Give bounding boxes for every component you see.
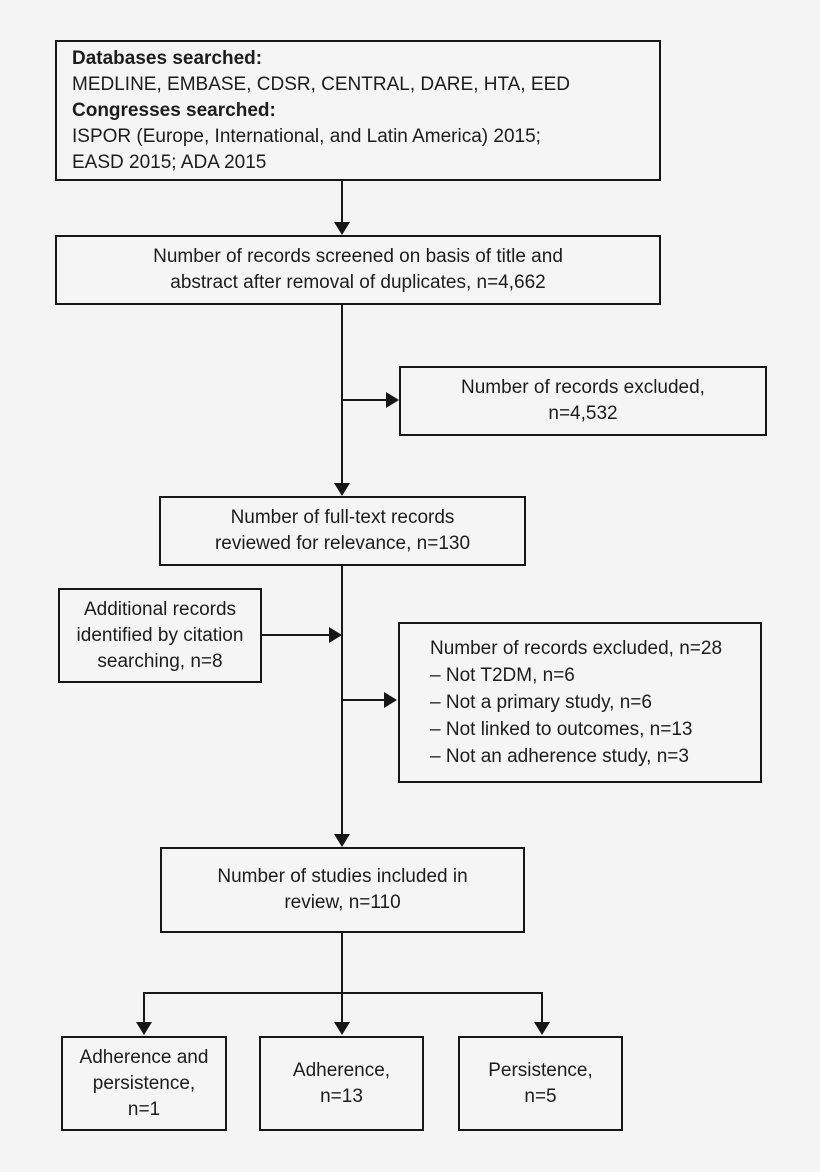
connector-citation-to-spine <box>262 634 330 636</box>
arrowhead-right-icon <box>329 627 342 643</box>
box-line: n=5 <box>524 1085 557 1107</box>
box-line: Number of records excluded, <box>461 377 705 398</box>
connector-to-excluded-fulltext <box>342 699 385 701</box>
box-fulltext-reviewed: Number of full-text records reviewed for… <box>159 496 526 566</box>
connector-branch-right-drop <box>541 992 543 1023</box>
box-line: identified by citation <box>76 624 244 646</box>
box-line: n=13 <box>320 1085 363 1107</box>
box-adherence: Adherence, n=13 <box>259 1036 424 1131</box>
arrowhead-down-icon <box>334 222 350 235</box>
box-line: ISPOR (Europe, International, and Latin … <box>72 126 541 147</box>
box-records-excluded-screening: Number of records excluded, n=4,532 <box>399 366 767 436</box>
box-line: Number of studies included in <box>217 866 468 887</box>
box-databases-searched: Databases searched: MEDLINE, EMBASE, CDS… <box>55 40 661 181</box>
arrowhead-down-icon <box>334 1022 350 1035</box>
box-line: – Not T2DM, n=6 <box>430 665 575 686</box>
box-studies-included: Number of studies included in review, n=… <box>160 847 525 933</box>
box-line: reviewed for relevance, n=130 <box>214 533 471 554</box>
box-line: – Not an adherence study, n=3 <box>430 746 689 767</box>
arrowhead-down-icon <box>334 834 350 847</box>
connector-screened-to-fulltext <box>341 305 343 484</box>
box-citation-searching: Additional records identified by citatio… <box>58 588 262 683</box>
arrowhead-down-icon <box>334 483 350 496</box>
box-line: abstract after removal of duplicates, n=… <box>170 272 546 293</box>
arrowhead-right-icon <box>384 692 397 708</box>
box-line: Additional records <box>83 598 237 620</box>
box-line: Number of records screened on basis of t… <box>153 246 563 267</box>
box-line: Databases searched: <box>72 48 263 69</box>
box-line: Congresses searched: <box>72 100 276 121</box>
arrowhead-down-icon <box>136 1022 152 1035</box>
arrowhead-down-icon <box>534 1022 550 1035</box>
box-line: Number of full-text records <box>230 507 455 528</box>
box-line: review, n=110 <box>284 892 401 913</box>
box-line: MEDLINE, EMBASE, CDSR, CENTRAL, DARE, HT… <box>72 74 570 95</box>
box-line: persistence, <box>92 1072 196 1094</box>
connector-bottom-branch <box>143 992 543 994</box>
box-line: Adherence and <box>79 1046 209 1068</box>
arrowhead-right-icon <box>386 392 399 408</box>
box-line: n=1 <box>127 1098 161 1120</box>
box-adherence-and-persistence: Adherence and persistence, n=1 <box>61 1036 227 1131</box>
connector-to-excluded-screening <box>342 399 387 401</box>
box-line: – Not a primary study, n=6 <box>430 692 652 713</box>
box-records-excluded-fulltext: Number of records excluded, n=28 – Not T… <box>398 622 762 783</box>
box-persistence: Persistence, n=5 <box>458 1036 623 1131</box>
box-line: – Not linked to outcomes, n=13 <box>430 719 693 740</box>
box-line: searching, n=8 <box>97 650 223 672</box>
box-line: Adherence, <box>292 1059 391 1081</box>
connector-included-to-adherence <box>341 933 343 1023</box>
connector-branch-left-drop <box>143 992 145 1023</box>
box-line: n=4,532 <box>548 403 618 424</box>
box-records-screened: Number of records screened on basis of t… <box>55 235 661 305</box>
connector-sources-to-screened <box>341 181 343 224</box>
box-line: Number of records excluded, n=28 <box>430 638 723 659</box>
box-line: Persistence, <box>488 1059 593 1081</box>
box-line: EASD 2015; ADA 2015 <box>72 152 267 173</box>
